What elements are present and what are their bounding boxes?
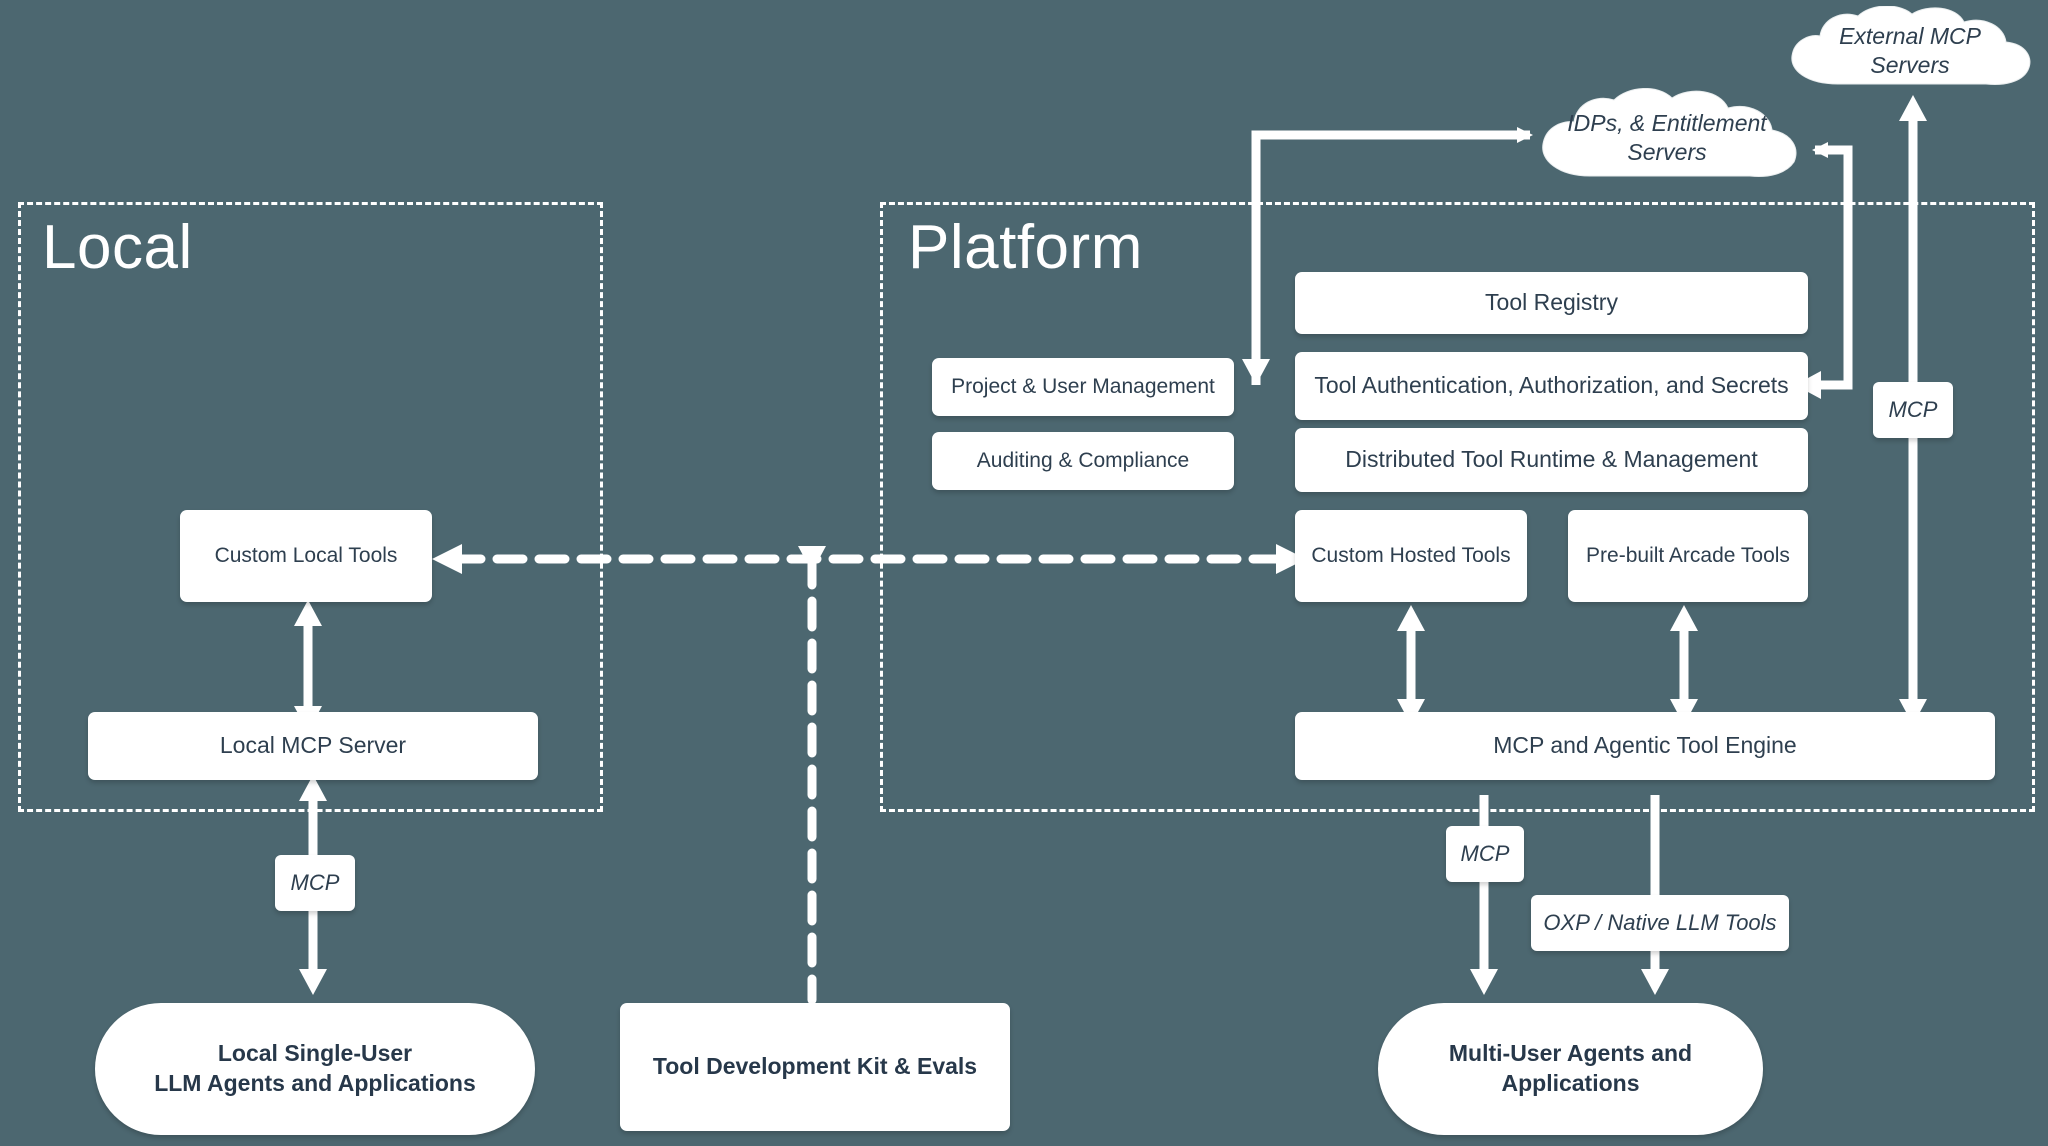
node-prebuilt-arcade-tools[interactable]: Pre-built Arcade Tools: [1568, 510, 1808, 602]
node-tool-development-kit[interactable]: Tool Development Kit & Evals: [620, 1003, 1010, 1131]
node-local-agents-line1: Local Single-User: [217, 1040, 413, 1067]
zone-platform-title: Platform: [908, 213, 1143, 282]
node-custom-local-tools[interactable]: Custom Local Tools: [180, 510, 432, 602]
cloud-external-mcp-servers-label: External MCP Servers: [1839, 23, 1981, 78]
cloud-shape-idps: [1542, 87, 1797, 177]
chip-mcp-bottom: MCP: [1446, 826, 1524, 882]
node-tool-authentication-authorization-secrets[interactable]: Tool Authentication, Authorization, and …: [1295, 352, 1808, 420]
zone-local: [18, 202, 603, 812]
node-multi-user-agents-line1: Multi-User Agents and: [1448, 1040, 1693, 1067]
node-multi-user-agents[interactable]: Multi-User Agents and Applications: [1378, 1003, 1763, 1135]
node-distributed-tool-runtime-management[interactable]: Distributed Tool Runtime & Management: [1295, 428, 1808, 492]
node-custom-hosted-tools[interactable]: Custom Hosted Tools: [1295, 510, 1527, 602]
chip-oxp-native-llm-tools: OXP / Native LLM Tools: [1531, 895, 1789, 951]
cloud-shape-external: [1791, 5, 2031, 85]
zone-platform: [880, 202, 2035, 812]
node-mcp-and-agentic-tool-engine[interactable]: MCP and Agentic Tool Engine: [1295, 712, 1995, 780]
chip-mcp-local: MCP: [275, 855, 355, 911]
cloud-idps-entitlement-servers: IDPs, & Entitlement Servers: [1528, 87, 1806, 188]
arrow-engine-to-multi-user-agents-mcp: [1470, 795, 1498, 995]
cloud-idps-entitlement-servers-label: IDPs, & Entitlement Servers: [1567, 110, 1767, 165]
cloud-external-mcp-servers: External MCP Servers: [1778, 5, 2042, 96]
node-local-single-user-agents[interactable]: Local Single-User LLM Agents and Applica…: [95, 1003, 535, 1135]
chip-mcp-right: MCP: [1873, 382, 1953, 438]
node-auditing-compliance[interactable]: Auditing & Compliance: [932, 432, 1234, 490]
node-multi-user-agents-line2: Applications: [1501, 1070, 1640, 1096]
node-local-agents-line2: LLM Agents and Applications: [154, 1070, 476, 1096]
node-tool-registry[interactable]: Tool Registry: [1295, 272, 1808, 334]
zone-local-title: Local: [42, 213, 193, 282]
node-project-user-management[interactable]: Project & User Management: [932, 358, 1234, 416]
node-local-mcp-server[interactable]: Local MCP Server: [88, 712, 538, 780]
